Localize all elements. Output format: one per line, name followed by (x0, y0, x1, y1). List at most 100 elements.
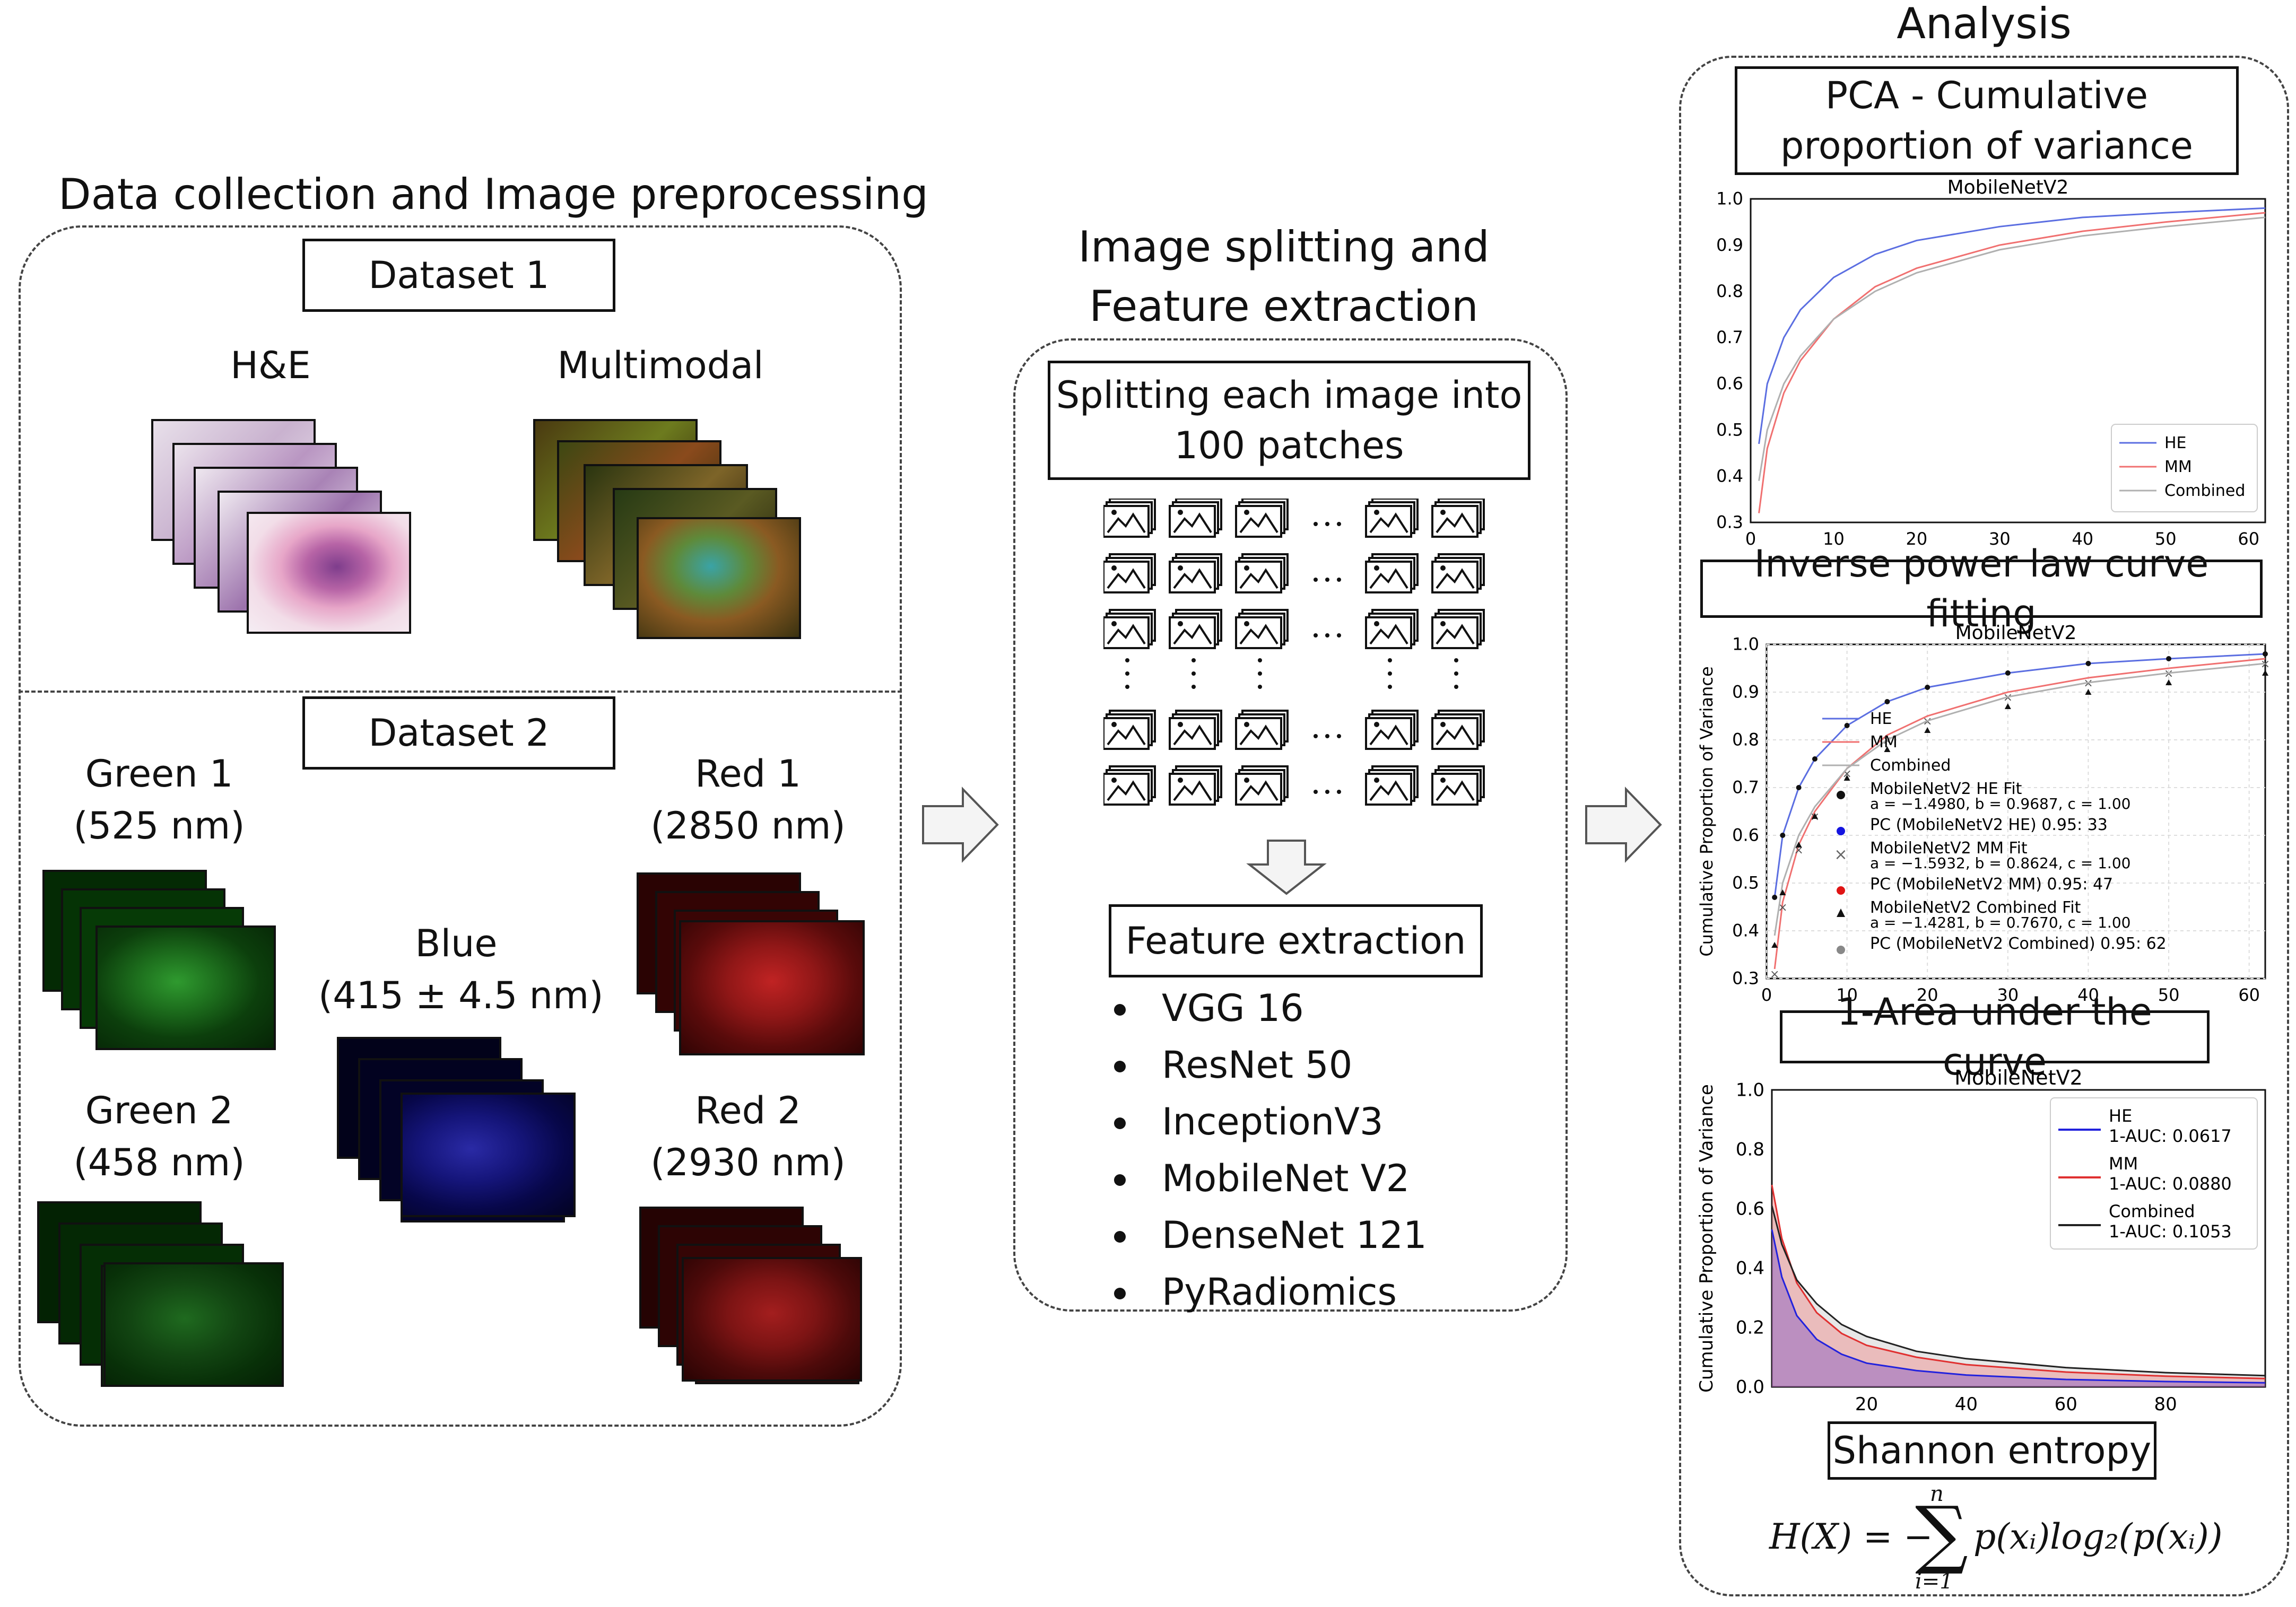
image-patch-icon (1431, 710, 1485, 750)
data-point (1843, 775, 1850, 781)
legend-label: a = −1.5932, b = 0.8624, c = 1.00 (1870, 854, 2130, 872)
data-point (1884, 746, 1891, 752)
y-tick-label: 0.5 (1716, 420, 1743, 440)
analysis-panel (1679, 56, 2289, 1596)
blue-name: Blue (415, 922, 498, 965)
data-point (2263, 651, 2268, 657)
blue-label: Blue (415 ± 4.5 nm) (318, 918, 604, 1021)
y-tick-label: 0.7 (1732, 778, 1759, 798)
image-patch-icon (1103, 553, 1156, 593)
x-tick-label: 10 (1836, 985, 1858, 1005)
data-point (2005, 670, 2011, 676)
area-he (1772, 1229, 2265, 1387)
legend-label: PC (MobileNetV2 HE) 0.95: 33 (1870, 816, 2108, 834)
y-tick-label: 0.7 (1716, 327, 1743, 347)
data-point (1925, 685, 1930, 690)
image-patch-icon (1431, 765, 1485, 806)
legend-value: 1-AUC: 0.0880 (2109, 1174, 2232, 1194)
ellipsis-dot (1325, 522, 1329, 526)
image-patch-icon (1235, 765, 1289, 806)
ellipsis-dot (1388, 671, 1392, 676)
ellipsis-dot (1325, 790, 1329, 794)
y-tick-label: 0.4 (1716, 466, 1743, 486)
image-patch-icon (1103, 710, 1156, 750)
ellipsis-dot (1388, 658, 1392, 662)
data-point (2166, 656, 2172, 661)
x-tick-label: 0 (1745, 529, 1756, 549)
legend-label: MM (1870, 733, 1898, 752)
section1-title: Data collection and Image preprocessing (58, 170, 928, 219)
section2-title: Image splitting and Feature extraction (1019, 217, 1549, 336)
ellipsis-dot (1192, 685, 1196, 689)
image-patch-icon (1431, 499, 1485, 538)
ellipsis-dot (1125, 671, 1129, 676)
image-patch-icon (1235, 710, 1289, 750)
series-line-he (1758, 207, 2266, 444)
image-patch-icon (1431, 609, 1485, 649)
ellipsis-dot (1258, 658, 1262, 662)
x-tick-label: 80 (2154, 1394, 2177, 1415)
legend-label: MobileNetV2 MM Fit (1870, 839, 2028, 858)
series-line-he (1771, 1229, 2266, 1384)
data-point (1779, 889, 1786, 895)
ellipsis-dot (1125, 685, 1129, 689)
plot-area (1766, 643, 2266, 980)
blue-wavelength: (415 ± 4.5 nm) (318, 974, 604, 1017)
section3-title: Analysis (1897, 0, 2072, 48)
x-tick-label: 60 (2238, 529, 2259, 549)
legend-swatch (1837, 827, 1845, 835)
legend-label: MM (2109, 1154, 2138, 1174)
image-patch-icon (1169, 553, 1222, 593)
image-patch-icon (1169, 499, 1222, 538)
arrow-right-icon (922, 787, 999, 863)
ellipsis-dot (1125, 658, 1129, 662)
x-tick-label: 20 (1855, 1394, 1878, 1415)
data-point (1884, 699, 1890, 704)
he-label: H&E (230, 344, 311, 387)
data-point (2085, 661, 2091, 666)
image-patch-icon (1169, 609, 1222, 649)
ellipsis-dot (1388, 685, 1392, 689)
dataset2-box: Dataset 2 (302, 696, 615, 770)
feature-item: DenseNet 121 (1141, 1213, 1427, 1257)
svg-text:H(X) = −: H(X) = − (1769, 1516, 1933, 1557)
area-combined (1772, 1206, 2265, 1387)
data-point (1812, 756, 1817, 762)
feature-item: InceptionV3 (1141, 1100, 1427, 1143)
patch-grid (1103, 499, 1485, 806)
data-point: × (1778, 901, 1787, 914)
red1-label: Red 1(2850 nm) (642, 748, 854, 852)
legend-label: PC (MobileNetV2 MM) 0.95: 47 (1870, 875, 2113, 894)
y-tick-label: 0.2 (1736, 1317, 1764, 1338)
series-line-combined (1771, 1206, 2266, 1377)
green2-label: Green 2(458 nm) (53, 1085, 265, 1189)
red1-wavelength: (2850 nm) (650, 804, 846, 848)
svg-text:∑: ∑ (1915, 1491, 1968, 1577)
pca-box-line2: proportion of variance (1780, 124, 2193, 168)
y-tick-label: 0.9 (1716, 235, 1743, 255)
y-axis-label: Cumulative Proportion of Variance (1697, 666, 1717, 956)
legend-label: MM (2164, 458, 2192, 476)
ellipsis-dot (1314, 734, 1318, 738)
x-tick-label: 50 (2158, 985, 2180, 1005)
x-tick-label: 50 (2155, 529, 2177, 549)
x-tick-label: 20 (1917, 985, 1938, 1005)
data-collection-panel (19, 225, 902, 1427)
legend-swatch: × (1834, 845, 1847, 864)
y-tick-label: 0.3 (1716, 512, 1743, 532)
x-tick-label: 40 (1955, 1394, 1978, 1415)
series-line-mm (1758, 212, 2266, 513)
feature-extraction-panel (1013, 338, 1568, 1312)
ellipsis-dot (1337, 522, 1341, 526)
y-tick-label: 0.9 (1732, 682, 1759, 702)
image-patch-icon (1103, 499, 1156, 538)
feature-item: PyRadiomics (1141, 1270, 1427, 1314)
legend-swatch (1837, 886, 1845, 895)
data-point (1811, 813, 1818, 819)
red2-wavelength: (2930 nm) (650, 1141, 846, 1184)
image-patch-icon (1431, 553, 1485, 593)
y-tick-label: 1.0 (1732, 634, 1759, 654)
